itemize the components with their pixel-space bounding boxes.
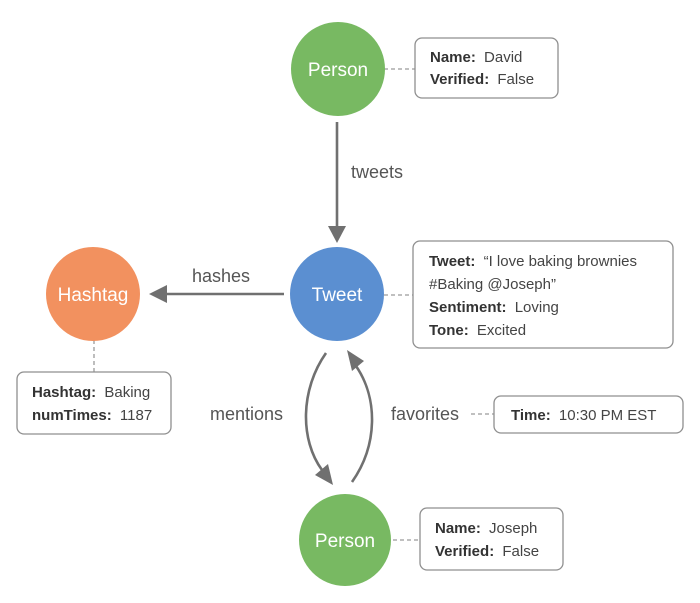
edge-hashes xyxy=(149,285,284,303)
property-key: Time: xyxy=(511,407,551,424)
property-key: Tweet: xyxy=(429,253,475,270)
edge-label-mentions: mentions xyxy=(210,404,283,424)
svg-text:Name: David: Name: David xyxy=(430,49,522,66)
node-person-david[interactable]: Person xyxy=(291,22,385,116)
edge-favorites xyxy=(347,350,374,483)
properties-box-hashtag: Hashtag: Baking numTimes: 1187 xyxy=(16,371,172,435)
svg-text:Name: Joseph: Name: Joseph xyxy=(435,520,537,537)
node-hashtag[interactable]: Hashtag xyxy=(46,247,140,341)
properties-box-joseph: Name: Joseph Verified: False xyxy=(419,507,564,571)
node-person-david-circle xyxy=(291,22,385,116)
property-value: Loving xyxy=(515,299,559,316)
svg-text:Tone: Excited: Tone: Excited xyxy=(429,322,526,339)
property-key: Verified: xyxy=(430,71,489,88)
svg-text:Verified: False: Verified: False xyxy=(435,543,539,560)
edge-tweets xyxy=(328,122,346,243)
property-value: Joseph xyxy=(489,520,537,537)
svg-text:Time: 10:30 PM EST: Time: 10:30 PM EST xyxy=(511,407,656,424)
properties-box-tweet: Tweet: “I love baking brownies #Baking @… xyxy=(412,240,674,349)
edge-label-tweets: tweets xyxy=(351,162,403,182)
property-value: 10:30 PM EST xyxy=(559,407,657,424)
node-person-david-label: Person xyxy=(308,60,368,81)
node-person-joseph-label: Person xyxy=(315,531,375,552)
property-value: “I love baking brownies xyxy=(484,253,637,270)
property-value: False xyxy=(502,543,539,560)
property-value: David xyxy=(484,49,522,66)
property-value: Baking xyxy=(104,384,150,401)
node-tweet-circle xyxy=(290,247,384,341)
node-hashtag-circle xyxy=(46,247,140,341)
property-value-continued: #Baking @Joseph” xyxy=(429,276,556,293)
svg-text:Hashtag: Baking: Hashtag: Baking xyxy=(32,384,150,401)
property-value: 1187 xyxy=(120,407,152,424)
edge-tweets-arrowhead xyxy=(328,226,346,243)
edge-label-favorites: favorites xyxy=(391,404,459,424)
svg-text:Tweet: “I love baking br: Tweet: “I love baking brownies xyxy=(429,253,637,270)
properties-box-favorites: Time: 10:30 PM EST xyxy=(493,395,684,434)
property-value: Excited xyxy=(477,322,526,339)
property-key: Verified: xyxy=(435,543,494,560)
property-key: Tone: xyxy=(429,322,469,339)
node-tweet[interactable]: Tweet xyxy=(290,247,384,341)
edge-label-hashes: hashes xyxy=(192,266,250,286)
property-key: Name: xyxy=(430,49,476,66)
svg-text:Verified: False: Verified: False xyxy=(430,71,534,88)
property-key: numTimes: xyxy=(32,407,112,424)
node-person-joseph-circle xyxy=(299,494,391,586)
edge-mentions xyxy=(304,352,333,485)
svg-text:Sentiment: Loving: Sentiment: Loving xyxy=(429,299,559,316)
node-person-joseph[interactable]: Person xyxy=(299,494,391,586)
node-hashtag-label: Hashtag xyxy=(58,285,129,306)
property-value: False xyxy=(497,71,534,88)
edge-mentions-arrowhead xyxy=(315,464,333,485)
svg-text:numTimes: 1187: numTimes: 1187 xyxy=(32,407,152,424)
edge-favorites-arrowhead xyxy=(347,350,364,371)
node-tweet-label: Tweet xyxy=(312,285,363,306)
edge-hashes-arrowhead xyxy=(149,285,167,303)
property-key: Hashtag: xyxy=(32,384,96,401)
properties-box-david: Name: David Verified: False xyxy=(414,37,559,99)
property-key: Name: xyxy=(435,520,481,537)
property-key: Sentiment: xyxy=(429,299,507,316)
